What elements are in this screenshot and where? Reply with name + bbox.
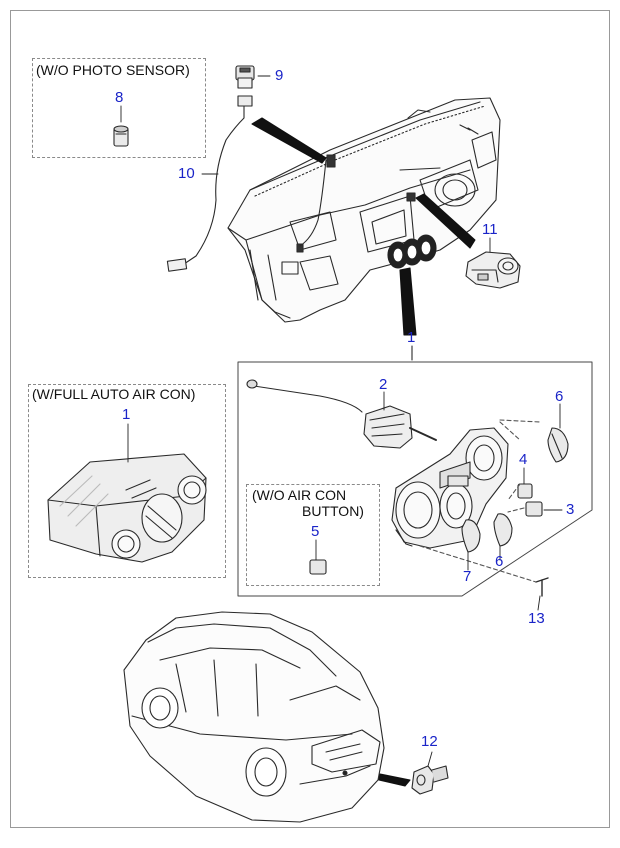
callout-13: 13: [528, 610, 545, 627]
full-auto-box: [28, 384, 226, 578]
callout-9: 9: [275, 67, 284, 84]
callout-10: 10: [178, 165, 195, 182]
photo-sensor-box-title: (W/O PHOTO SENSOR): [36, 62, 190, 78]
callout-2: 2: [379, 376, 388, 393]
callout-12: 12: [421, 733, 438, 750]
callout-4: 4: [519, 451, 528, 468]
photo-sensor-part-9: [235, 65, 255, 89]
air-con-button-box: [246, 484, 380, 586]
pointer-wedge-control: [399, 267, 417, 336]
full-auto-control-part-1: [47, 453, 207, 563]
air-con-button-box-title-line1: (W/O AIR CON: [252, 487, 347, 503]
callout-1-full-auto: 1: [122, 406, 131, 423]
callout-11: 11: [482, 221, 498, 238]
full-auto-box-title: (W/FULL AUTO AIR CON): [32, 386, 196, 402]
plug-part-8: [113, 125, 129, 147]
outer-frame: [10, 10, 610, 828]
callout-6-lower: 6: [495, 553, 504, 570]
pointer-wedge-switch: [415, 193, 476, 249]
air-con-button-box-title-line2: BUTTON): [302, 503, 364, 519]
callout-3: 3: [566, 501, 575, 518]
pointer-wedge-sensor: [251, 117, 327, 164]
callout-7: 7: [463, 568, 472, 585]
photo-sensor-box: [32, 58, 206, 158]
callout-6-upper: 6: [555, 388, 564, 405]
dashboard-illustration: [227, 97, 501, 323]
switch-part-11: [465, 251, 521, 289]
cable-part-2: [363, 405, 437, 449]
callout-5: 5: [311, 523, 320, 540]
actuator-part-12: [411, 765, 449, 795]
callout-8: 8: [115, 89, 124, 106]
callout-1-control: 1: [407, 329, 416, 346]
sedan-illustration: [123, 611, 385, 823]
heater-control-part-1: [391, 427, 509, 549]
